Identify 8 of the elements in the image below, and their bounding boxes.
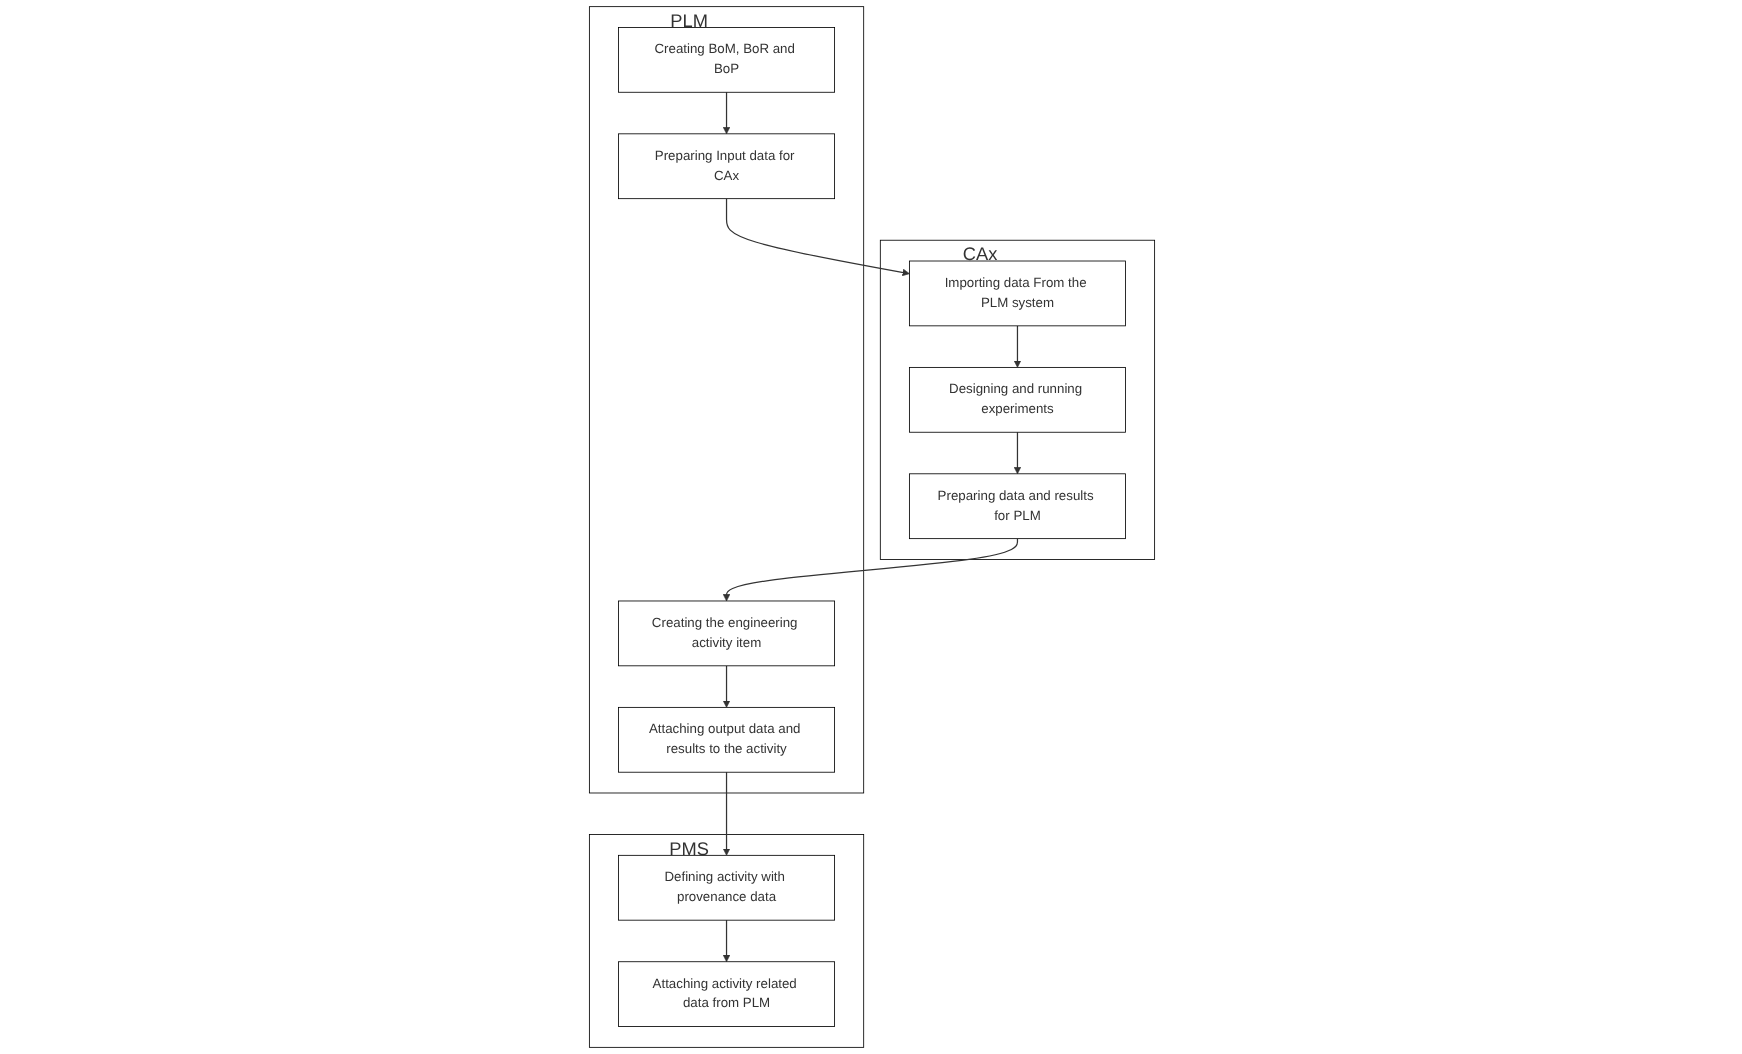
arrow (724, 198, 909, 277)
arrow (721, 771, 730, 856)
arrow (721, 538, 1018, 602)
arrow (721, 665, 730, 708)
arrow (721, 919, 730, 963)
arrow (1012, 431, 1021, 475)
arrow (721, 91, 730, 135)
arrow (1012, 325, 1021, 368)
